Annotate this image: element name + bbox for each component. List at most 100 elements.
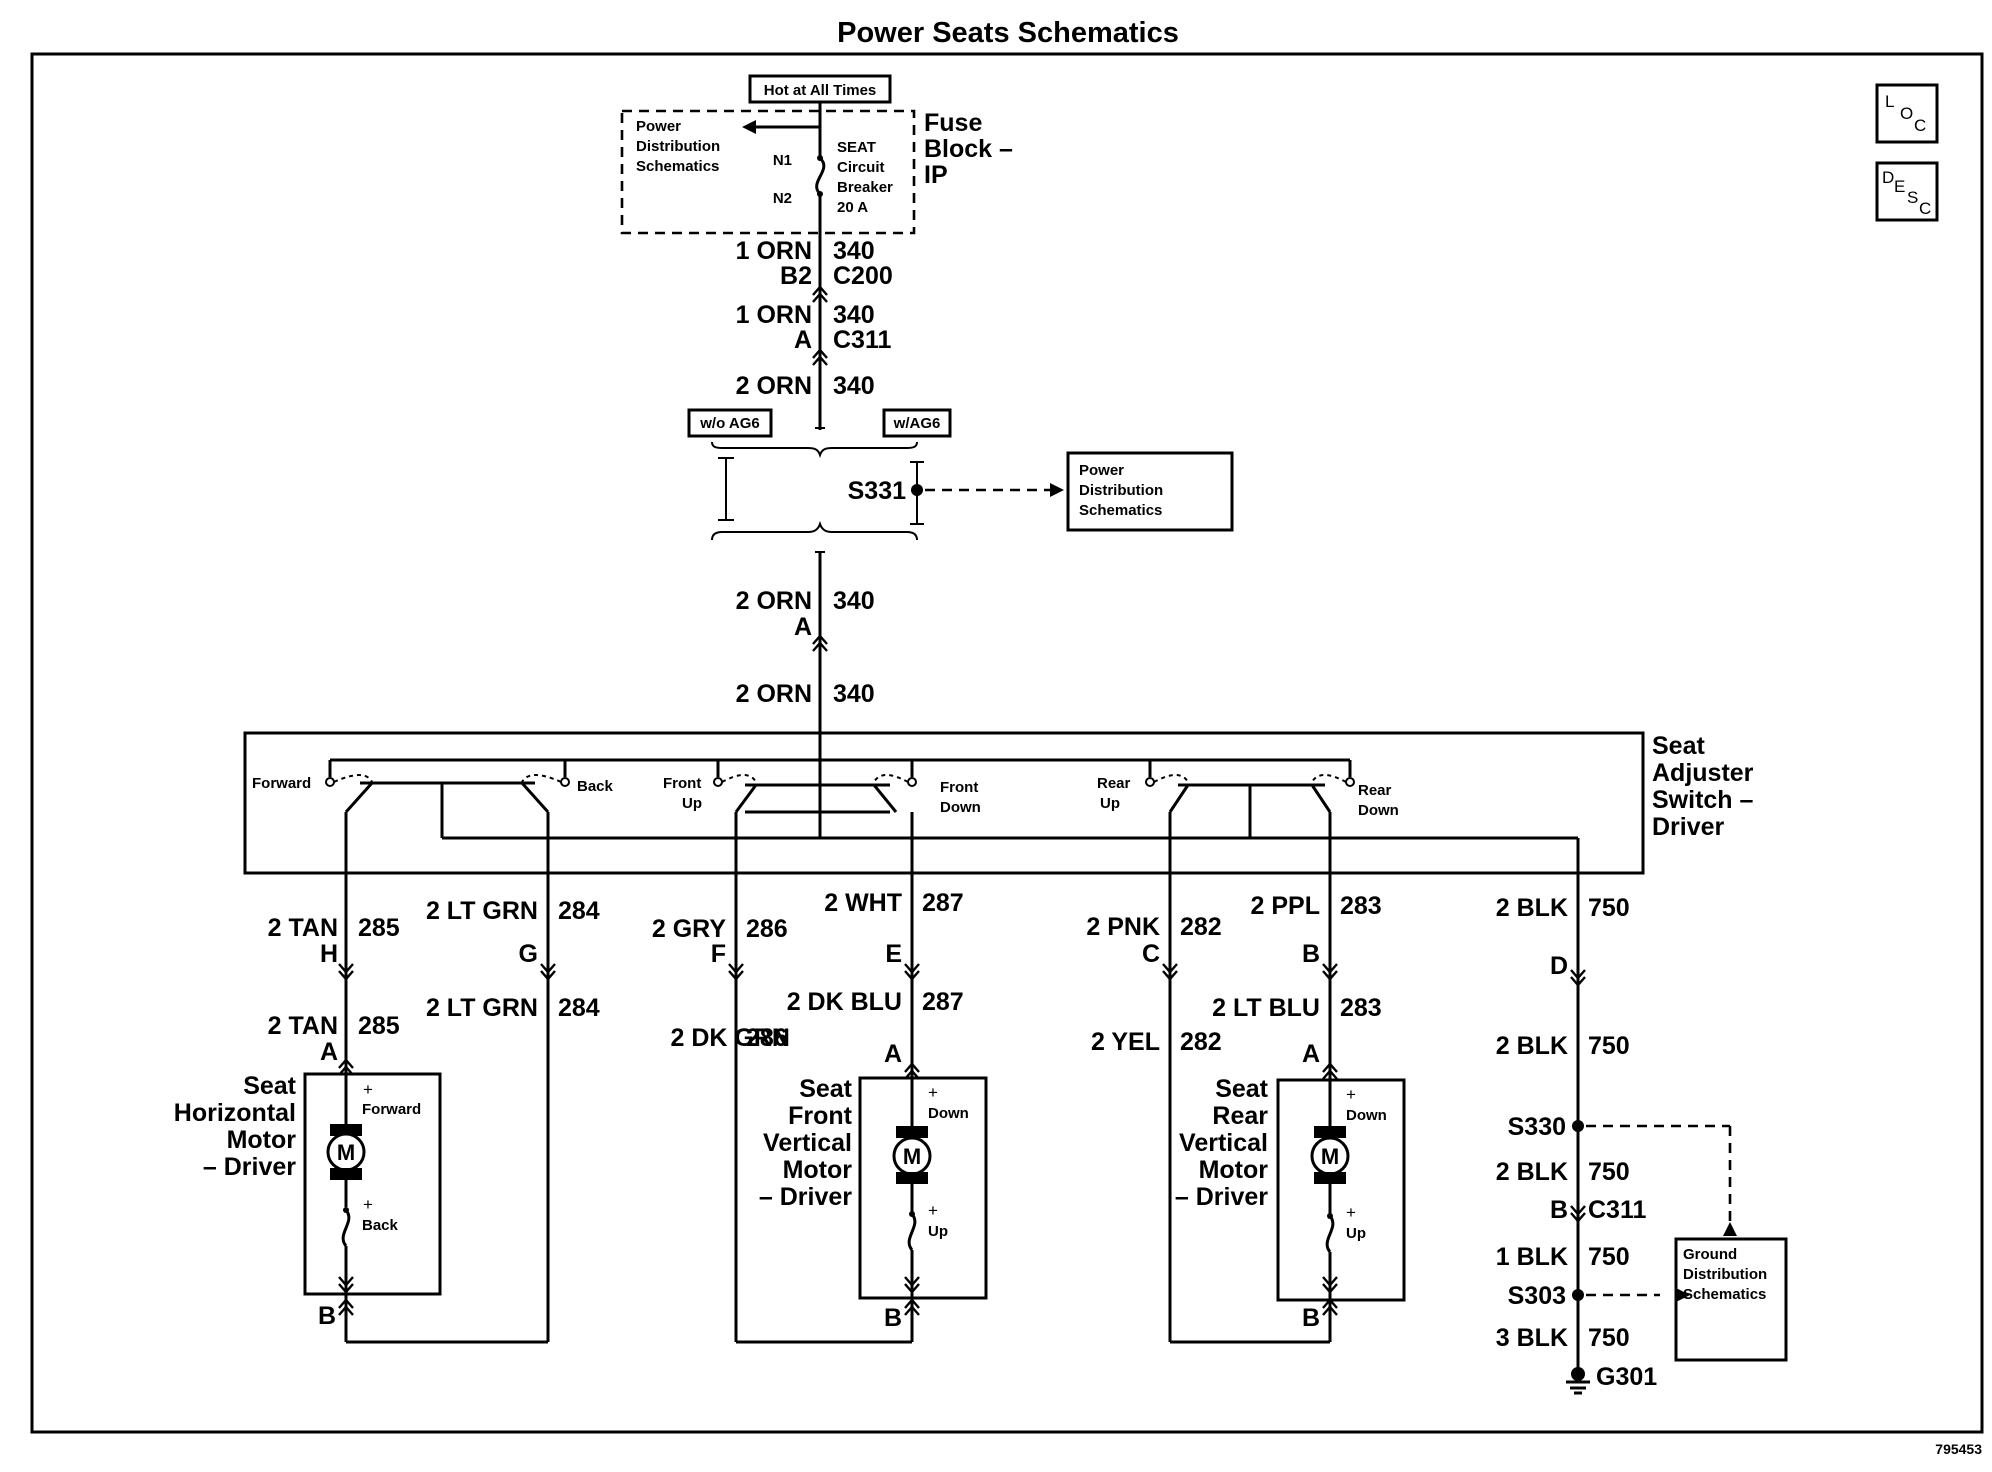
svg-text:Schematics: Schematics <box>1683 1286 1766 1303</box>
svg-text:2 PPL: 2 PPL <box>1251 892 1320 920</box>
svg-text:Down: Down <box>1358 802 1399 819</box>
svg-text:284: 284 <box>558 897 600 925</box>
svg-text:2 LT GRN: 2 LT GRN <box>426 994 538 1022</box>
svg-text:Seat: Seat <box>799 1075 852 1103</box>
svg-text:Fuse: Fuse <box>924 109 982 137</box>
svg-text:Vertical: Vertical <box>1179 1129 1268 1157</box>
svg-text:285: 285 <box>358 1012 400 1040</box>
splice-s331[interactable]: S331 <box>848 477 1064 505</box>
svg-text:Motor: Motor <box>783 1156 853 1184</box>
desc-icon[interactable]: D E S C <box>1875 161 1939 222</box>
splice-s303[interactable]: S303 <box>1508 1282 1690 1310</box>
svg-text:+: + <box>363 1080 373 1099</box>
switch-feed-wire: 2 ORN 340 A 2 ORN 340 <box>736 551 875 760</box>
svg-text:282: 282 <box>1180 913 1222 941</box>
svg-text:2 WHT: 2 WHT <box>824 889 902 917</box>
svg-text:A: A <box>1302 1040 1320 1068</box>
svg-text:Horizontal: Horizontal <box>174 1099 296 1127</box>
svg-text:Seat: Seat <box>1215 1075 1268 1103</box>
option-bracket: w/o AG6 w/AG6 <box>687 408 952 541</box>
svg-text:Block –: Block – <box>924 135 1013 163</box>
svg-text:O: O <box>1900 104 1913 123</box>
power-distribution-ref[interactable]: Power Distribution Schematics <box>636 118 720 175</box>
svg-text:Switch –: Switch – <box>1652 786 1754 814</box>
svg-text:B: B <box>318 1302 336 1330</box>
loc-icon[interactable]: L O C <box>1875 83 1939 144</box>
svg-text:C: C <box>1142 940 1160 968</box>
svg-text:– Driver: – Driver <box>759 1183 852 1211</box>
svg-text:C311: C311 <box>1588 1196 1646 1224</box>
svg-text:S303: S303 <box>1508 1282 1566 1310</box>
svg-text:285: 285 <box>358 914 400 942</box>
svg-text:Up: Up <box>1346 1225 1366 1242</box>
svg-text:M: M <box>337 1140 355 1165</box>
svg-text:Front: Front <box>788 1102 853 1130</box>
svg-text:G301: G301 <box>1596 1363 1657 1391</box>
svg-text:S: S <box>1907 188 1918 207</box>
svg-text:B: B <box>1550 1196 1568 1224</box>
svg-text:L: L <box>1885 92 1894 111</box>
svg-text:750: 750 <box>1588 1032 1630 1060</box>
svg-text:B2: B2 <box>780 262 812 290</box>
svg-text:Distribution: Distribution <box>1683 1266 1767 1283</box>
svg-text:B: B <box>1302 1304 1320 1332</box>
rear-motor-symbol: M <box>1310 1126 1350 1184</box>
svg-text:1 BLK: 1 BLK <box>1496 1243 1568 1271</box>
svg-text:340: 340 <box>833 372 875 400</box>
svg-text:Rear: Rear <box>1358 782 1392 799</box>
svg-text:SEAT: SEAT <box>837 139 876 156</box>
svg-text:286: 286 <box>746 1024 788 1052</box>
svg-text:– Driver: – Driver <box>1175 1183 1268 1211</box>
svg-text:340: 340 <box>833 301 875 329</box>
svg-text:Motor: Motor <box>227 1126 297 1154</box>
svg-text:Motor: Motor <box>1199 1156 1269 1184</box>
svg-text:340: 340 <box>833 680 875 708</box>
svg-text:2 ORN: 2 ORN <box>736 587 812 615</box>
svg-text:Rear: Rear <box>1212 1102 1268 1130</box>
svg-text:284: 284 <box>558 994 600 1022</box>
svg-text:2 ORN: 2 ORN <box>736 372 812 400</box>
figure-number: 795453 <box>1935 1441 1982 1457</box>
svg-text:1 ORN: 1 ORN <box>736 237 812 265</box>
svg-text:Forward: Forward <box>252 775 311 792</box>
diagram-title: Power Seats Schematics <box>837 17 1179 49</box>
front-vertical-motor-circuit: 2 GRY 286 F 2 DK GRN 286 2 WHT 287 E 2 D… <box>652 812 988 1344</box>
splice-s330[interactable]: S330 <box>1508 1113 1737 1236</box>
svg-text:Forward: Forward <box>362 1101 421 1118</box>
svg-text:3 BLK: 3 BLK <box>1496 1324 1568 1352</box>
svg-text:Up: Up <box>928 1223 948 1240</box>
front-motor-symbol: M <box>892 1126 932 1184</box>
svg-text:2 BLK: 2 BLK <box>1496 894 1568 922</box>
svg-text:Vertical: Vertical <box>763 1129 852 1157</box>
svg-text:D: D <box>1882 168 1894 187</box>
svg-text:2 YEL: 2 YEL <box>1091 1028 1160 1056</box>
svg-text:Breaker: Breaker <box>837 179 893 196</box>
svg-text:E: E <box>1894 177 1905 196</box>
svg-text:2 PNK: 2 PNK <box>1086 913 1160 941</box>
power-distribution-ref-2[interactable]: Power Distribution Schematics <box>1066 451 1234 532</box>
fuse-block: Hot at All Times Power Distribution Sche… <box>620 74 1013 235</box>
svg-text:Ground: Ground <box>1683 1246 1737 1263</box>
svg-text:A: A <box>794 326 812 354</box>
svg-text:Back: Back <box>362 1217 399 1234</box>
svg-text:D: D <box>1550 952 1568 980</box>
rear-vertical-motor-circuit: 2 PNK 282 C 2 YEL 282 2 PPL 283 B 2 LT B… <box>1086 812 1406 1344</box>
ground-circuit: 2 BLK 750 D 2 BLK 750 S330 2 BLK 750 B C… <box>1496 873 1737 1395</box>
svg-text:Down: Down <box>940 799 981 816</box>
svg-text:S330: S330 <box>1508 1113 1566 1141</box>
svg-text:283: 283 <box>1340 994 1382 1022</box>
svg-text:Down: Down <box>1346 1107 1387 1124</box>
svg-text:C: C <box>1914 116 1926 135</box>
svg-text:B: B <box>1302 940 1320 968</box>
svg-text:N1: N1 <box>773 152 792 169</box>
svg-text:Schematics: Schematics <box>1079 502 1162 519</box>
svg-text:2 LT GRN: 2 LT GRN <box>426 897 538 925</box>
svg-text:283: 283 <box>1340 892 1382 920</box>
svg-text:2 ORN: 2 ORN <box>736 680 812 708</box>
ground-distribution-ref[interactable]: Ground Distribution Schematics <box>1674 1237 1788 1362</box>
seat-adjuster-switch: Seat Adjuster Switch – Driver Forward Ba… <box>243 731 1754 875</box>
svg-text:Back: Back <box>577 778 614 795</box>
diagram-frame <box>30 52 1984 1434</box>
svg-text:Seat: Seat <box>1652 732 1705 760</box>
